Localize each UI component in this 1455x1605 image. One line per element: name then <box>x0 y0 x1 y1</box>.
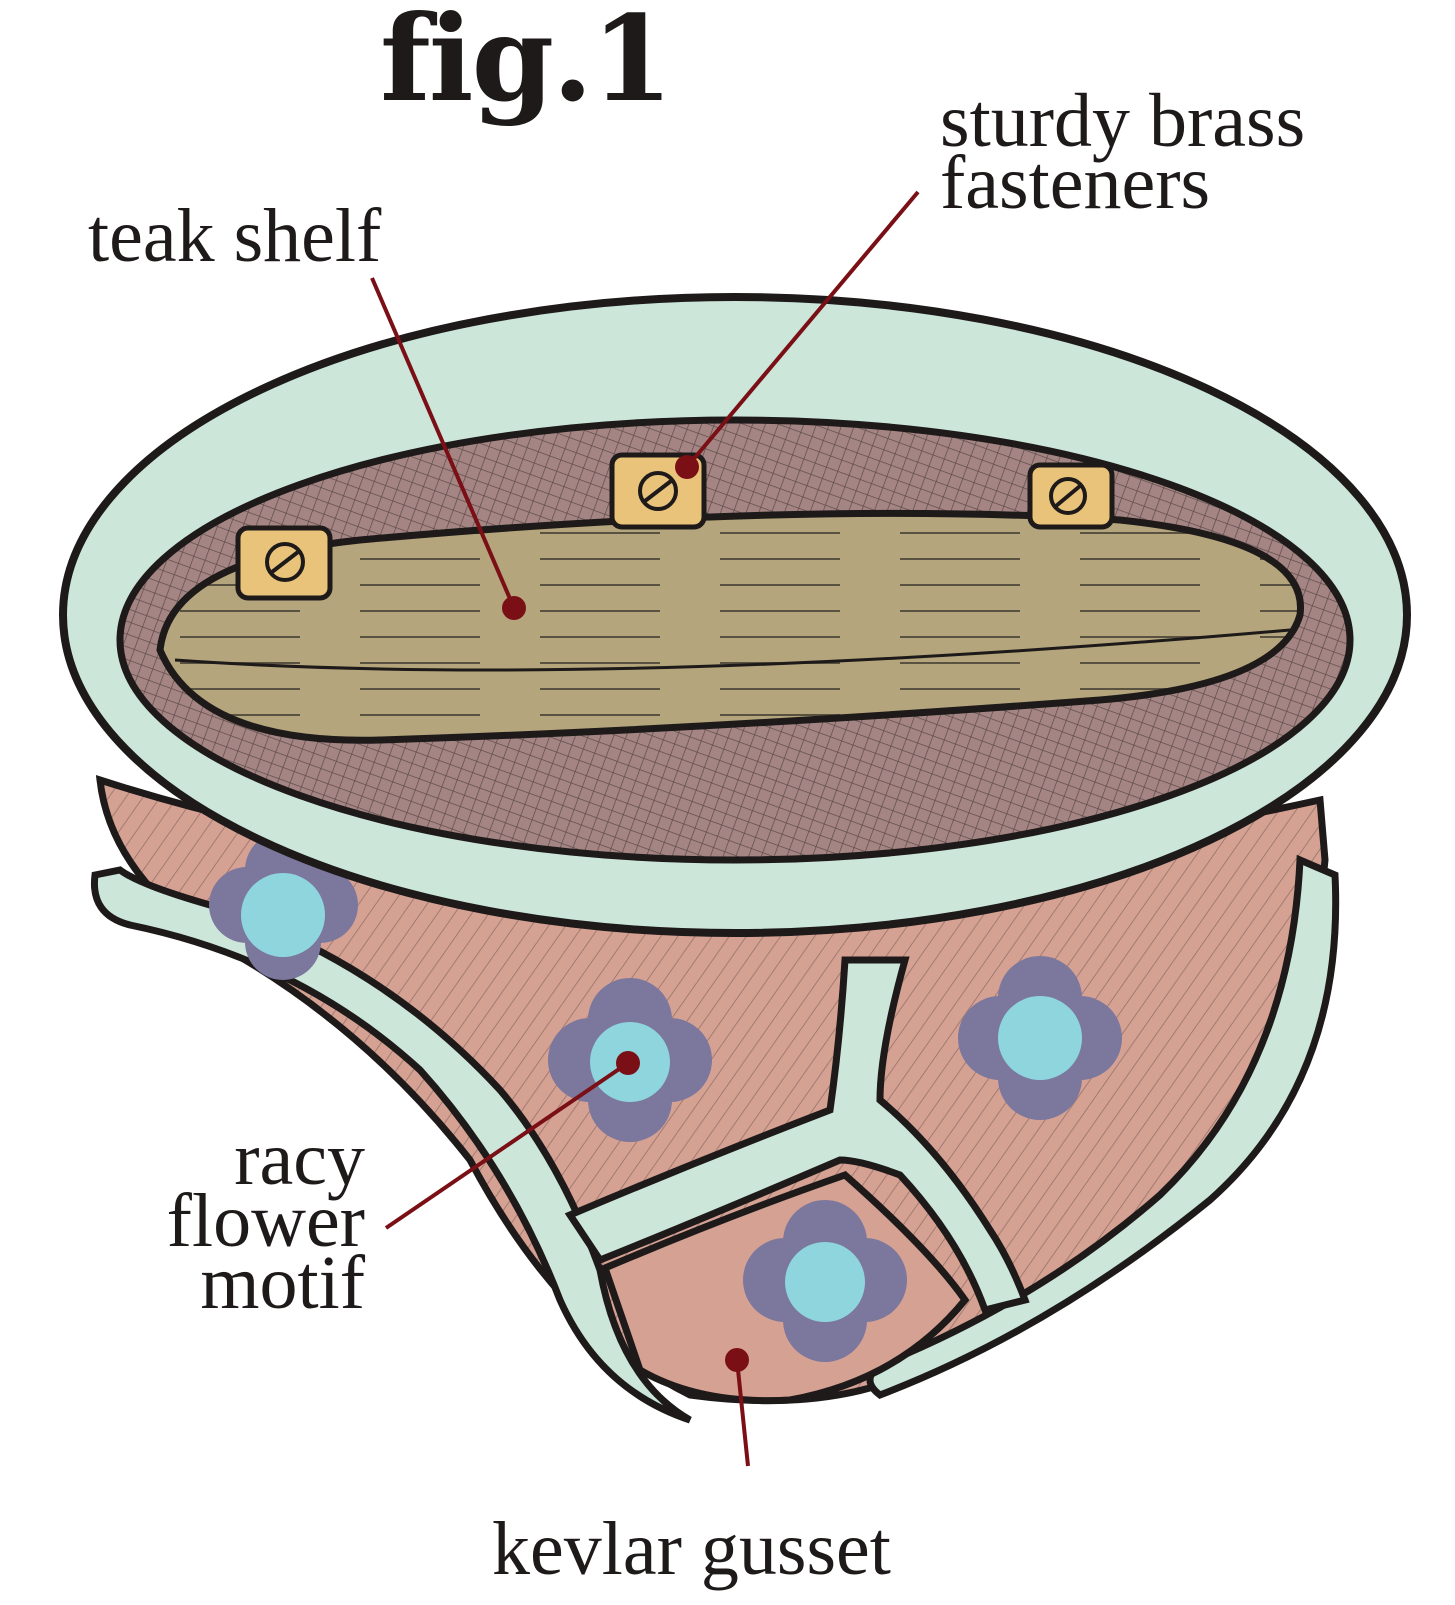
callout-flower-motif-line-3: motif <box>200 1241 365 1325</box>
callout-kevlar-gusset-line: kevlar gusset <box>492 1507 891 1591</box>
teak-shelf <box>156 509 1304 744</box>
callout-brass-fasteners-line-2: fasteners <box>940 141 1211 225</box>
right-leg-band <box>866 854 1340 1399</box>
flower-top-left <box>209 832 358 980</box>
callout-kevlar-gusset: kevlar gusset <box>492 1507 891 1591</box>
leader-brass-fasteners <box>675 190 920 479</box>
callout-teak-shelf-line: teak shelf <box>88 194 382 278</box>
leader-flower-motif <box>384 1051 640 1230</box>
callout-teak-shelf: teak shelf <box>88 194 382 278</box>
figure-title: fig.1 <box>380 0 673 128</box>
brass-fastener-right <box>1027 462 1115 530</box>
brief-hatching <box>100 780 1325 1401</box>
left-leg-band <box>90 866 692 1424</box>
leader-kevlar-gusset <box>725 1348 750 1467</box>
flower-right <box>958 956 1122 1120</box>
callout-flower-motif-line-1: racy <box>234 1117 365 1201</box>
callout-brass-fasteners: sturdy brass fasteners <box>940 79 1306 225</box>
front-seam <box>564 956 1030 1315</box>
callout-flower-motif-line-2: flower <box>166 1179 365 1263</box>
flower-gusset <box>743 1200 907 1362</box>
leader-teak-shelf <box>370 277 526 620</box>
callout-flower-motif: racy flower motif <box>120 1117 365 1325</box>
brass-fastener-left <box>235 525 333 601</box>
callout-brass-fasteners-line-1: sturdy brass <box>940 79 1306 163</box>
